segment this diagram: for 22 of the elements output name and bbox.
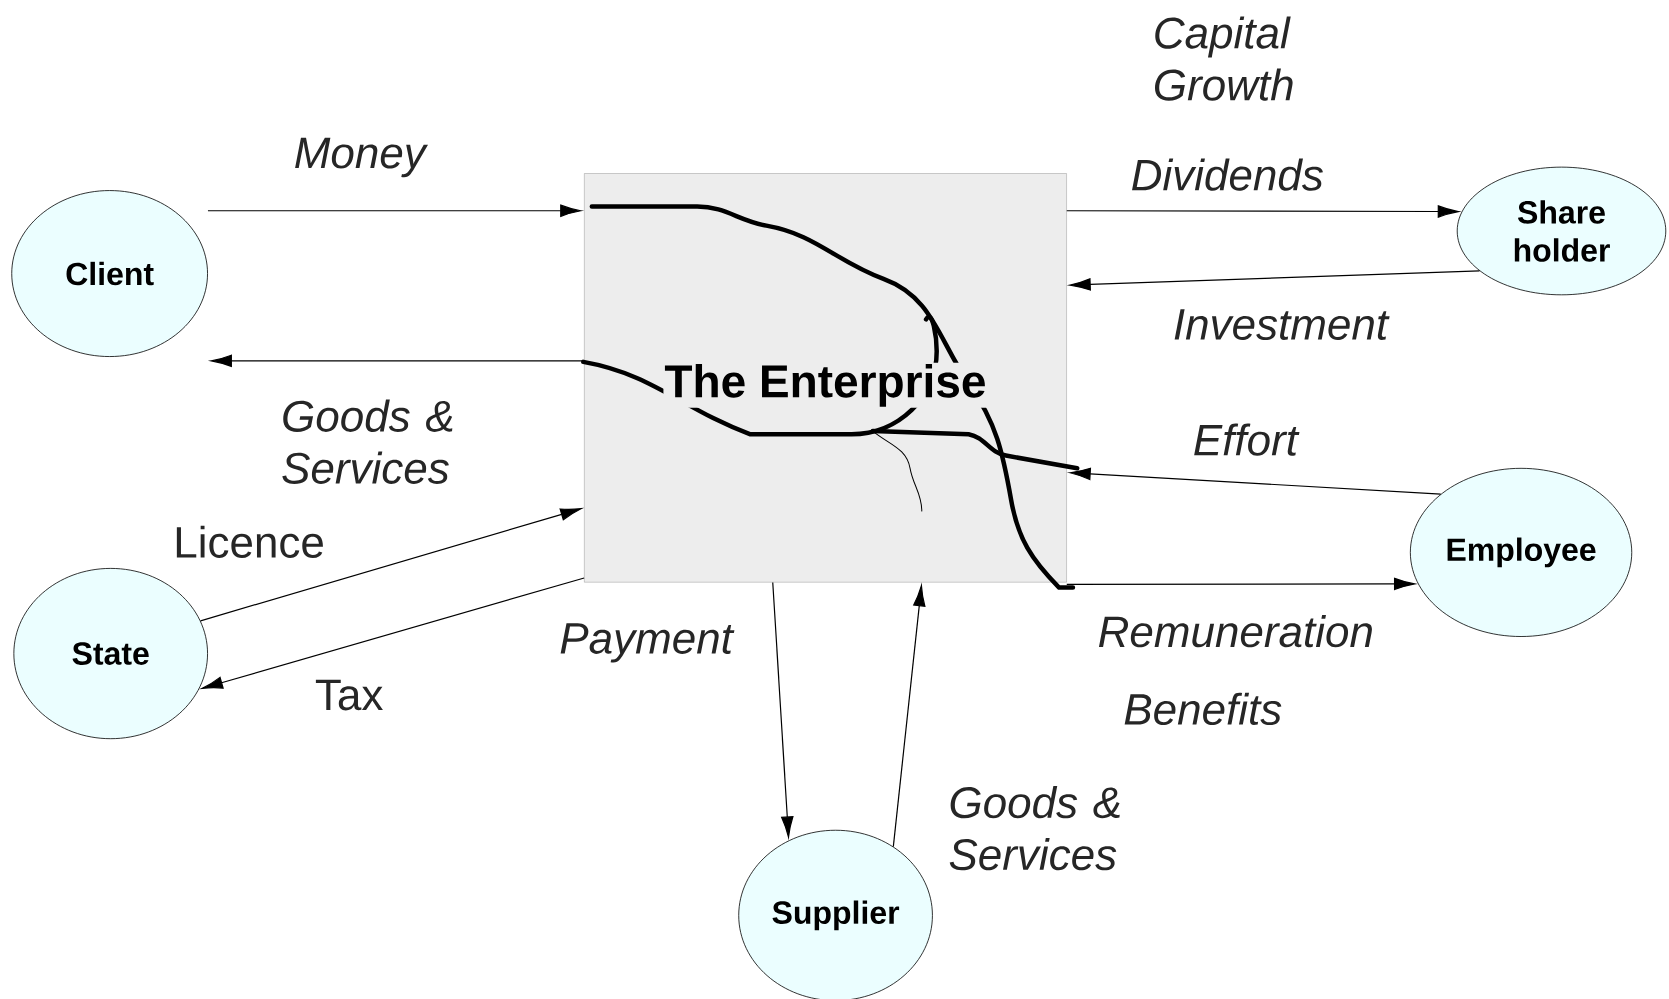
edge-label: Money [295,137,428,177]
arrow [1069,270,1481,291]
arrow [201,577,585,689]
edge-label: Effort [1194,423,1300,456]
edge-label: Investment [1174,309,1390,340]
flow-label: Benefits [1124,692,1282,725]
edge-label: Goods & Services [282,399,453,484]
box-title: The Enterprise [663,362,988,408]
arrow [207,204,582,217]
arrow [199,507,582,622]
edge-label: Remuneration [1098,614,1372,648]
arrow [1066,577,1416,590]
arrow [210,354,585,367]
edge-label: Dividends [1132,158,1323,191]
edge-label: Licence [176,525,323,558]
arrow [892,584,926,847]
arrow [772,581,794,838]
edge-label: Goods & Services [949,785,1120,871]
flow-label: Capital Growth [1155,16,1293,101]
edge-label: Payment [560,622,735,663]
arrow [1069,467,1442,495]
edge-label: Tax [315,679,383,711]
